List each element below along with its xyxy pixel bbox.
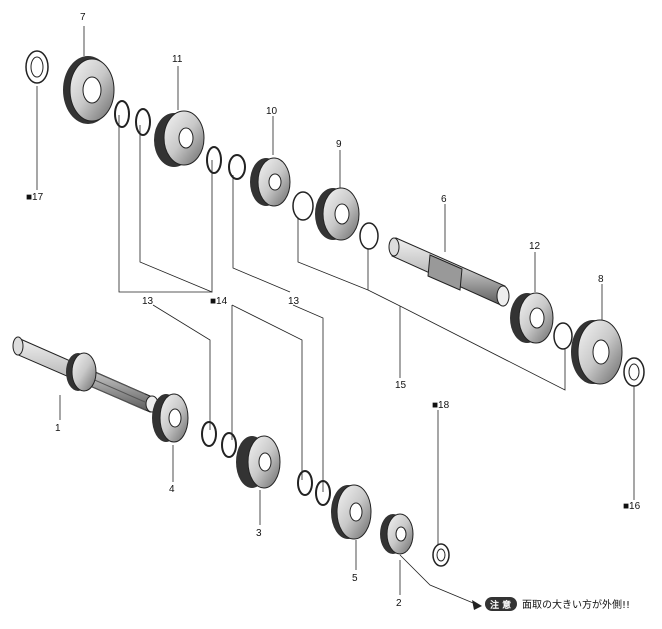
- callout-7: 7: [80, 12, 86, 23]
- gear-10: [250, 157, 291, 207]
- callout-17: ■17: [26, 192, 44, 203]
- circlip-13b: [228, 154, 246, 180]
- callout-8: 8: [598, 274, 604, 285]
- callout-4: 4: [169, 484, 175, 495]
- gear-12: [510, 292, 554, 344]
- washer-16: [623, 357, 645, 387]
- gear-3: [236, 435, 281, 489]
- callout-9: 9: [336, 139, 342, 150]
- callout-15: 15: [395, 380, 407, 391]
- circlip-14b: [206, 146, 222, 174]
- shaft-6: [388, 237, 510, 307]
- gear-1-integral: [66, 352, 97, 392]
- gear-4: [152, 393, 189, 443]
- callout-1: 1: [55, 423, 61, 434]
- gear-9: [315, 187, 360, 241]
- gear-8: [571, 319, 623, 385]
- callout-14: ■14: [210, 296, 228, 307]
- callout-10: 10: [266, 106, 278, 117]
- callout-13a: 13: [142, 296, 154, 307]
- caution-text: 面取の大きい方が外側!!: [522, 598, 630, 611]
- callout-16: ■16: [623, 501, 641, 512]
- caution-badge-label: 注 意: [490, 599, 511, 611]
- circlip-14c: [221, 432, 237, 458]
- callout-11: 11: [172, 54, 183, 65]
- callout-2: 2: [396, 598, 402, 609]
- washer-15b: [359, 222, 379, 250]
- circlip-13c: [201, 421, 217, 447]
- circlip-14d: [297, 470, 313, 496]
- gear-5: [331, 484, 372, 540]
- leader-lines: [36, 26, 635, 610]
- callout-13b: 13: [288, 296, 300, 307]
- callout-3: 3: [256, 528, 262, 539]
- circlip-14a: [135, 108, 151, 136]
- callout-12: 12: [529, 241, 541, 252]
- washer-18: [432, 543, 450, 567]
- caution-badge: [485, 597, 517, 611]
- circlip-13d: [315, 480, 331, 506]
- callout-labels: 7 11 10 9 6 12 8 ■17 13 ■14 13 15 ■18 1 …: [26, 12, 641, 609]
- gear-7: [63, 56, 115, 124]
- washer-17: [25, 50, 49, 84]
- washer-15c: [553, 322, 573, 350]
- callout-6: 6: [441, 194, 447, 205]
- gear-11: [154, 110, 205, 167]
- callout-5: 5: [352, 573, 358, 584]
- gear-2: [380, 513, 414, 555]
- callout-18: ■18: [432, 400, 450, 411]
- washer-15a: [292, 191, 314, 221]
- circlip-13a: [114, 100, 130, 128]
- caution-note: 注 意 面取の大きい方が外側!!: [485, 597, 630, 611]
